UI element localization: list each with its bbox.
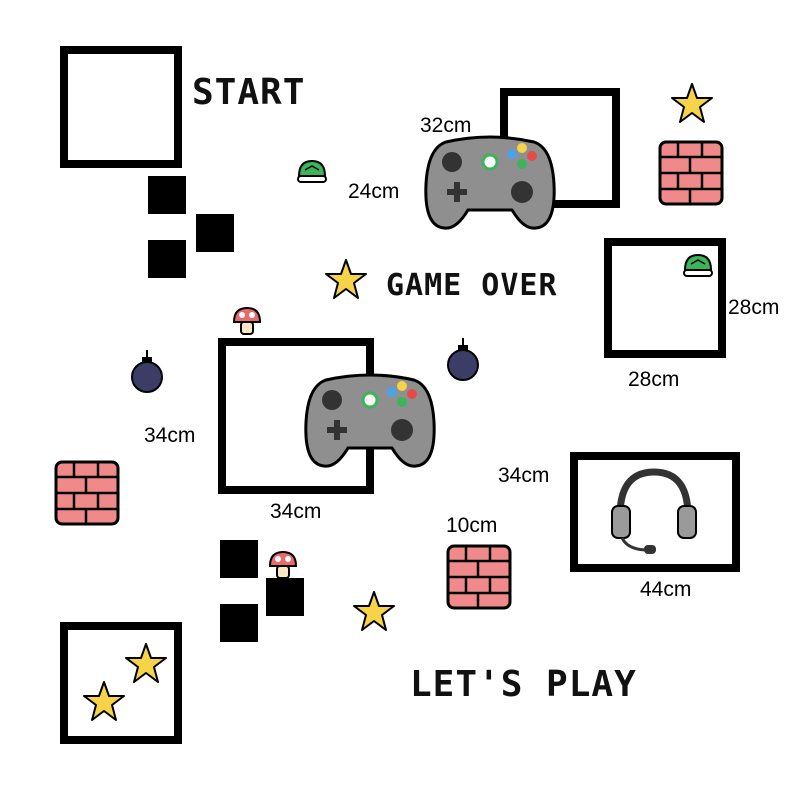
- start-text: START: [192, 72, 306, 113]
- shell-icon: [683, 253, 713, 277]
- pixel-square: [266, 578, 304, 616]
- dim-label-controller-width: 32cm: [420, 114, 472, 137]
- game-over-text: GAME OVER: [386, 268, 558, 303]
- shell-icon: [297, 159, 327, 183]
- pixel-square: [148, 240, 186, 278]
- brick-block-icon: [658, 140, 724, 206]
- star-icon: [325, 259, 367, 299]
- dim-label-brick-size: 10cm: [446, 514, 498, 537]
- star-icon: [83, 681, 125, 721]
- lets-play-text: LET'S PLAY: [410, 664, 637, 705]
- dim-label-right-frame-width: 28cm: [628, 368, 680, 391]
- mushroom-icon: [268, 550, 298, 579]
- game-controller-icon: [304, 373, 436, 468]
- headset-icon: [611, 468, 697, 554]
- pixel-square: [220, 540, 258, 578]
- pixel-square: [148, 176, 186, 214]
- brick-block-icon: [54, 460, 120, 526]
- brick-block-icon: [446, 544, 512, 610]
- dim-label-headset-frame-width: 44cm: [640, 578, 692, 601]
- dim-label-center-frame-height: 34cm: [144, 424, 196, 447]
- frame-top-left: [60, 46, 182, 168]
- bomb-icon: [447, 338, 479, 381]
- pixel-square: [220, 604, 258, 642]
- star-icon: [353, 591, 395, 631]
- star-icon: [125, 643, 167, 683]
- game-controller-icon: [424, 135, 556, 230]
- dim-label-controller-height: 24cm: [348, 180, 400, 203]
- pixel-square: [196, 214, 234, 252]
- dim-label-right-frame-height: 28cm: [728, 296, 780, 319]
- dim-label-headset-frame-height: 34cm: [498, 464, 550, 487]
- dim-label-center-frame-width: 34cm: [270, 500, 322, 523]
- frame-bottom-left: [60, 622, 182, 744]
- star-icon: [671, 83, 713, 123]
- bomb-icon: [131, 350, 163, 393]
- mushroom-icon: [232, 306, 262, 335]
